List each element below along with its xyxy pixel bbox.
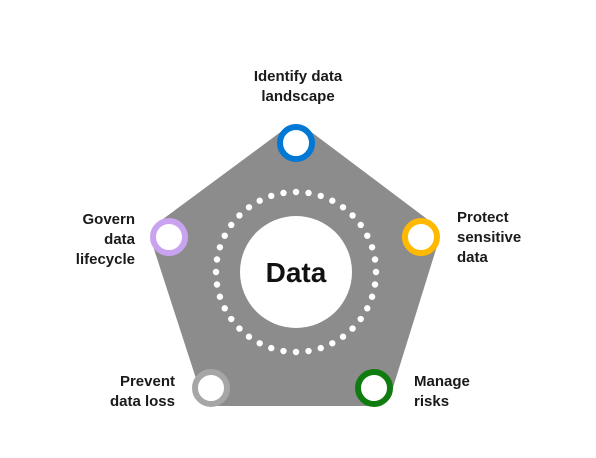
label-line: Identify data <box>253 68 343 85</box>
ring-dot <box>221 305 228 312</box>
ring-dot <box>372 268 380 276</box>
ring-dot <box>339 204 347 211</box>
label-line: landscape <box>261 88 335 105</box>
label-line: data <box>104 231 135 248</box>
ring-dot <box>236 325 243 332</box>
ring-dot <box>364 232 371 239</box>
dotted-ring <box>212 188 380 356</box>
ring-dot <box>268 344 275 352</box>
label-line: Govern <box>82 211 135 228</box>
ring-dot <box>371 256 379 263</box>
node-ring-top <box>277 124 315 162</box>
ring-dot <box>236 212 243 219</box>
ring-dot <box>349 325 356 332</box>
ring-dot <box>329 340 336 347</box>
ring-dot <box>329 197 336 204</box>
ring-dot <box>228 221 235 229</box>
label-line: Protect <box>457 209 509 226</box>
node-ring-bottom-right <box>355 369 393 407</box>
ring-dot <box>245 204 253 211</box>
ring-dot <box>305 347 312 355</box>
ring-dot <box>292 348 300 356</box>
node-ring-left <box>150 218 188 256</box>
label-protect-sensitive-data: Protect sensitive data <box>457 208 521 268</box>
label-line: Manage <box>414 373 470 390</box>
center-circle <box>240 216 352 328</box>
node-ring-bottom-left <box>192 369 230 407</box>
ring-dot <box>228 315 235 323</box>
ring-dot <box>364 305 371 312</box>
ring-dot <box>371 281 379 288</box>
label-line: sensitive <box>457 229 522 246</box>
label-line: data loss <box>109 393 175 410</box>
ring-dot <box>357 315 364 323</box>
center-label: Data <box>266 257 327 288</box>
ring-dot <box>221 232 228 239</box>
ring-dot <box>368 293 376 300</box>
ring-dot <box>349 212 356 219</box>
ring-dot <box>216 293 224 300</box>
label-govern-data-lifecycle: Govern data lifecycle <box>60 210 135 270</box>
label-line: risks <box>414 393 450 410</box>
label-line: lifecycle <box>75 251 135 268</box>
label-line: data <box>457 249 488 266</box>
ring-dot <box>216 244 224 251</box>
ring-dot <box>305 189 312 197</box>
ring-dot <box>317 192 324 200</box>
label-manage-risks: Manage risks <box>414 372 470 412</box>
ring-dot <box>256 340 263 347</box>
ring-dot <box>280 347 287 355</box>
ring-dot <box>245 333 253 340</box>
ring-dot <box>213 256 221 263</box>
ring-dot <box>357 221 364 229</box>
ring-dot <box>213 281 221 288</box>
label-line: Prevent <box>119 373 175 390</box>
ring-dot <box>368 244 376 251</box>
ring-dot <box>256 197 263 204</box>
ring-dot <box>212 268 220 276</box>
ring-dot <box>268 192 275 200</box>
ring-dot <box>317 344 324 352</box>
ring-dot <box>280 189 287 197</box>
label-identify-data-landscape: Identify data landscape <box>198 67 398 107</box>
ring-dot <box>339 333 347 340</box>
node-ring-right <box>402 218 440 256</box>
label-prevent-data-loss: Prevent data loss <box>80 372 175 412</box>
ring-dot <box>292 188 300 196</box>
